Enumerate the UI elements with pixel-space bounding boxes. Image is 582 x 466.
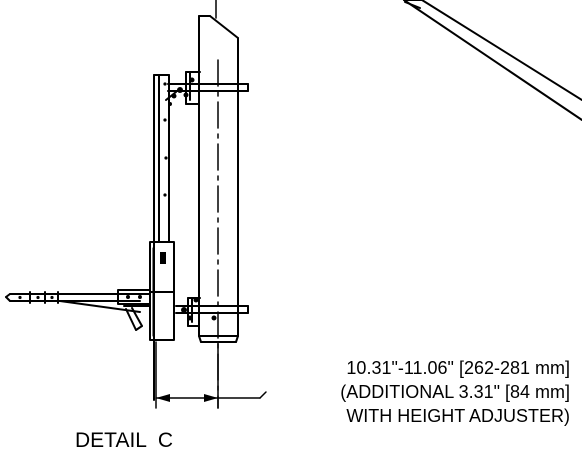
vertical-post xyxy=(198,0,239,343)
mounting-bracket xyxy=(149,74,175,401)
detail-label: DETAIL C xyxy=(75,429,174,452)
support-arm xyxy=(5,289,151,331)
lower-clamp xyxy=(175,297,249,327)
diagonal-rail xyxy=(403,0,582,121)
dimension-text-adjuster: WITH HEIGHT ADJUSTER) xyxy=(346,406,570,426)
dimension-text-additional: (ADDITIONAL 3.31" [84 mm] xyxy=(340,382,570,402)
dimension-text-range: 10.31"-11.06" [262-281 mm] xyxy=(346,358,570,378)
upper-clamp xyxy=(165,71,249,106)
dimension-line xyxy=(155,391,267,402)
